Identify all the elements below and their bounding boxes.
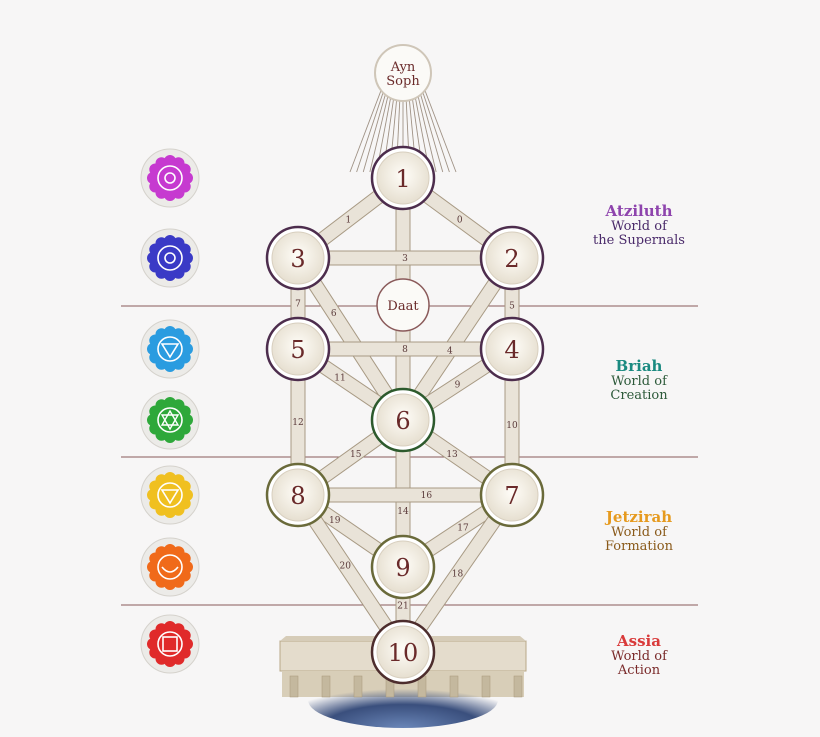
- ayn-soph-node: Ayn Soph: [374, 44, 432, 102]
- heart-chakra-icon: [140, 390, 200, 450]
- sephirah-1: 1: [370, 145, 436, 211]
- sephirah-number: 6: [395, 407, 410, 435]
- path-number-label: 17: [457, 523, 469, 533]
- sephirah-6: 6: [370, 387, 436, 453]
- solar-plexus-chakra-icon: [140, 465, 200, 525]
- sephirah-number: 10: [388, 639, 419, 667]
- path-number-label: 9: [455, 381, 461, 391]
- world-name: Jetzirah: [605, 508, 673, 526]
- sacral-chakra-icon: [140, 537, 200, 597]
- path-number-label: 14: [397, 507, 409, 517]
- path-number-label: 0: [457, 216, 463, 226]
- path-number-label: 18: [452, 570, 464, 580]
- chakra-column: [140, 148, 200, 674]
- path-number-label: 8: [402, 345, 408, 355]
- path-number-label: 15: [350, 450, 362, 460]
- world-description-line-1: World of: [611, 525, 667, 540]
- path-number-label: 10: [506, 421, 518, 431]
- sephirah-number: 4: [504, 336, 519, 364]
- world-description-line-1: World of: [611, 219, 667, 234]
- sephirah-5: 5: [265, 316, 331, 382]
- sephirah-4: 4: [479, 316, 545, 382]
- ayn-soph-label-2: Soph: [386, 74, 420, 89]
- sephirah-9: 9: [370, 534, 436, 600]
- path-number-label: 21: [397, 601, 408, 611]
- sephirah-7: 7: [479, 462, 545, 528]
- daat-label: Daat: [387, 299, 419, 314]
- world-name: Assia: [617, 632, 661, 650]
- world-name: Briah: [615, 357, 663, 375]
- third-eye-chakra-icon: [140, 228, 200, 288]
- world-description-line-1: World of: [611, 649, 667, 664]
- sephirah-3: 3: [265, 225, 331, 291]
- world-description-line-2: Formation: [604, 539, 673, 554]
- sephirah-2: 2: [479, 225, 545, 291]
- sephirah-number: 3: [290, 245, 305, 273]
- sephirah-number: 8: [290, 482, 305, 510]
- sephirah-number: 1: [395, 165, 410, 193]
- path-number-label: 5: [509, 301, 515, 311]
- path-number-label: 7: [295, 300, 301, 310]
- sephirah-10: 10: [370, 619, 436, 685]
- sephirah-number: 5: [290, 336, 305, 364]
- path-number-label: 1: [346, 216, 352, 226]
- world-description-line-1: World of: [611, 374, 667, 389]
- path-number-label: 19: [329, 516, 341, 526]
- crown-chakra-om-icon: [140, 148, 200, 208]
- path-number-label: 4: [447, 346, 453, 356]
- world-name: Atziluth: [605, 202, 673, 220]
- world-description-line-2: the Supernals: [593, 233, 685, 248]
- path-number-label: 12: [292, 418, 303, 428]
- ayn-soph-label-1: Ayn: [390, 60, 416, 75]
- sephirah-8: 8: [265, 462, 331, 528]
- path-number-label: 16: [421, 491, 433, 501]
- path-number-label: 13: [446, 450, 458, 460]
- path-number-label: 3: [402, 254, 408, 264]
- daat-node: Daat: [376, 278, 430, 332]
- sephirah-number: 9: [395, 554, 410, 582]
- path-number-label: 6: [331, 309, 337, 319]
- path-number-label: 11: [334, 373, 345, 383]
- root-chakra-icon: [140, 614, 200, 674]
- sephirah-number: 2: [504, 245, 519, 273]
- world-description-line-2: Creation: [610, 388, 668, 403]
- path-number-label: 20: [340, 562, 352, 572]
- world-description-line-2: Action: [617, 663, 661, 678]
- throat-chakra-icon: [140, 319, 200, 379]
- sephirah-number: 7: [504, 482, 519, 510]
